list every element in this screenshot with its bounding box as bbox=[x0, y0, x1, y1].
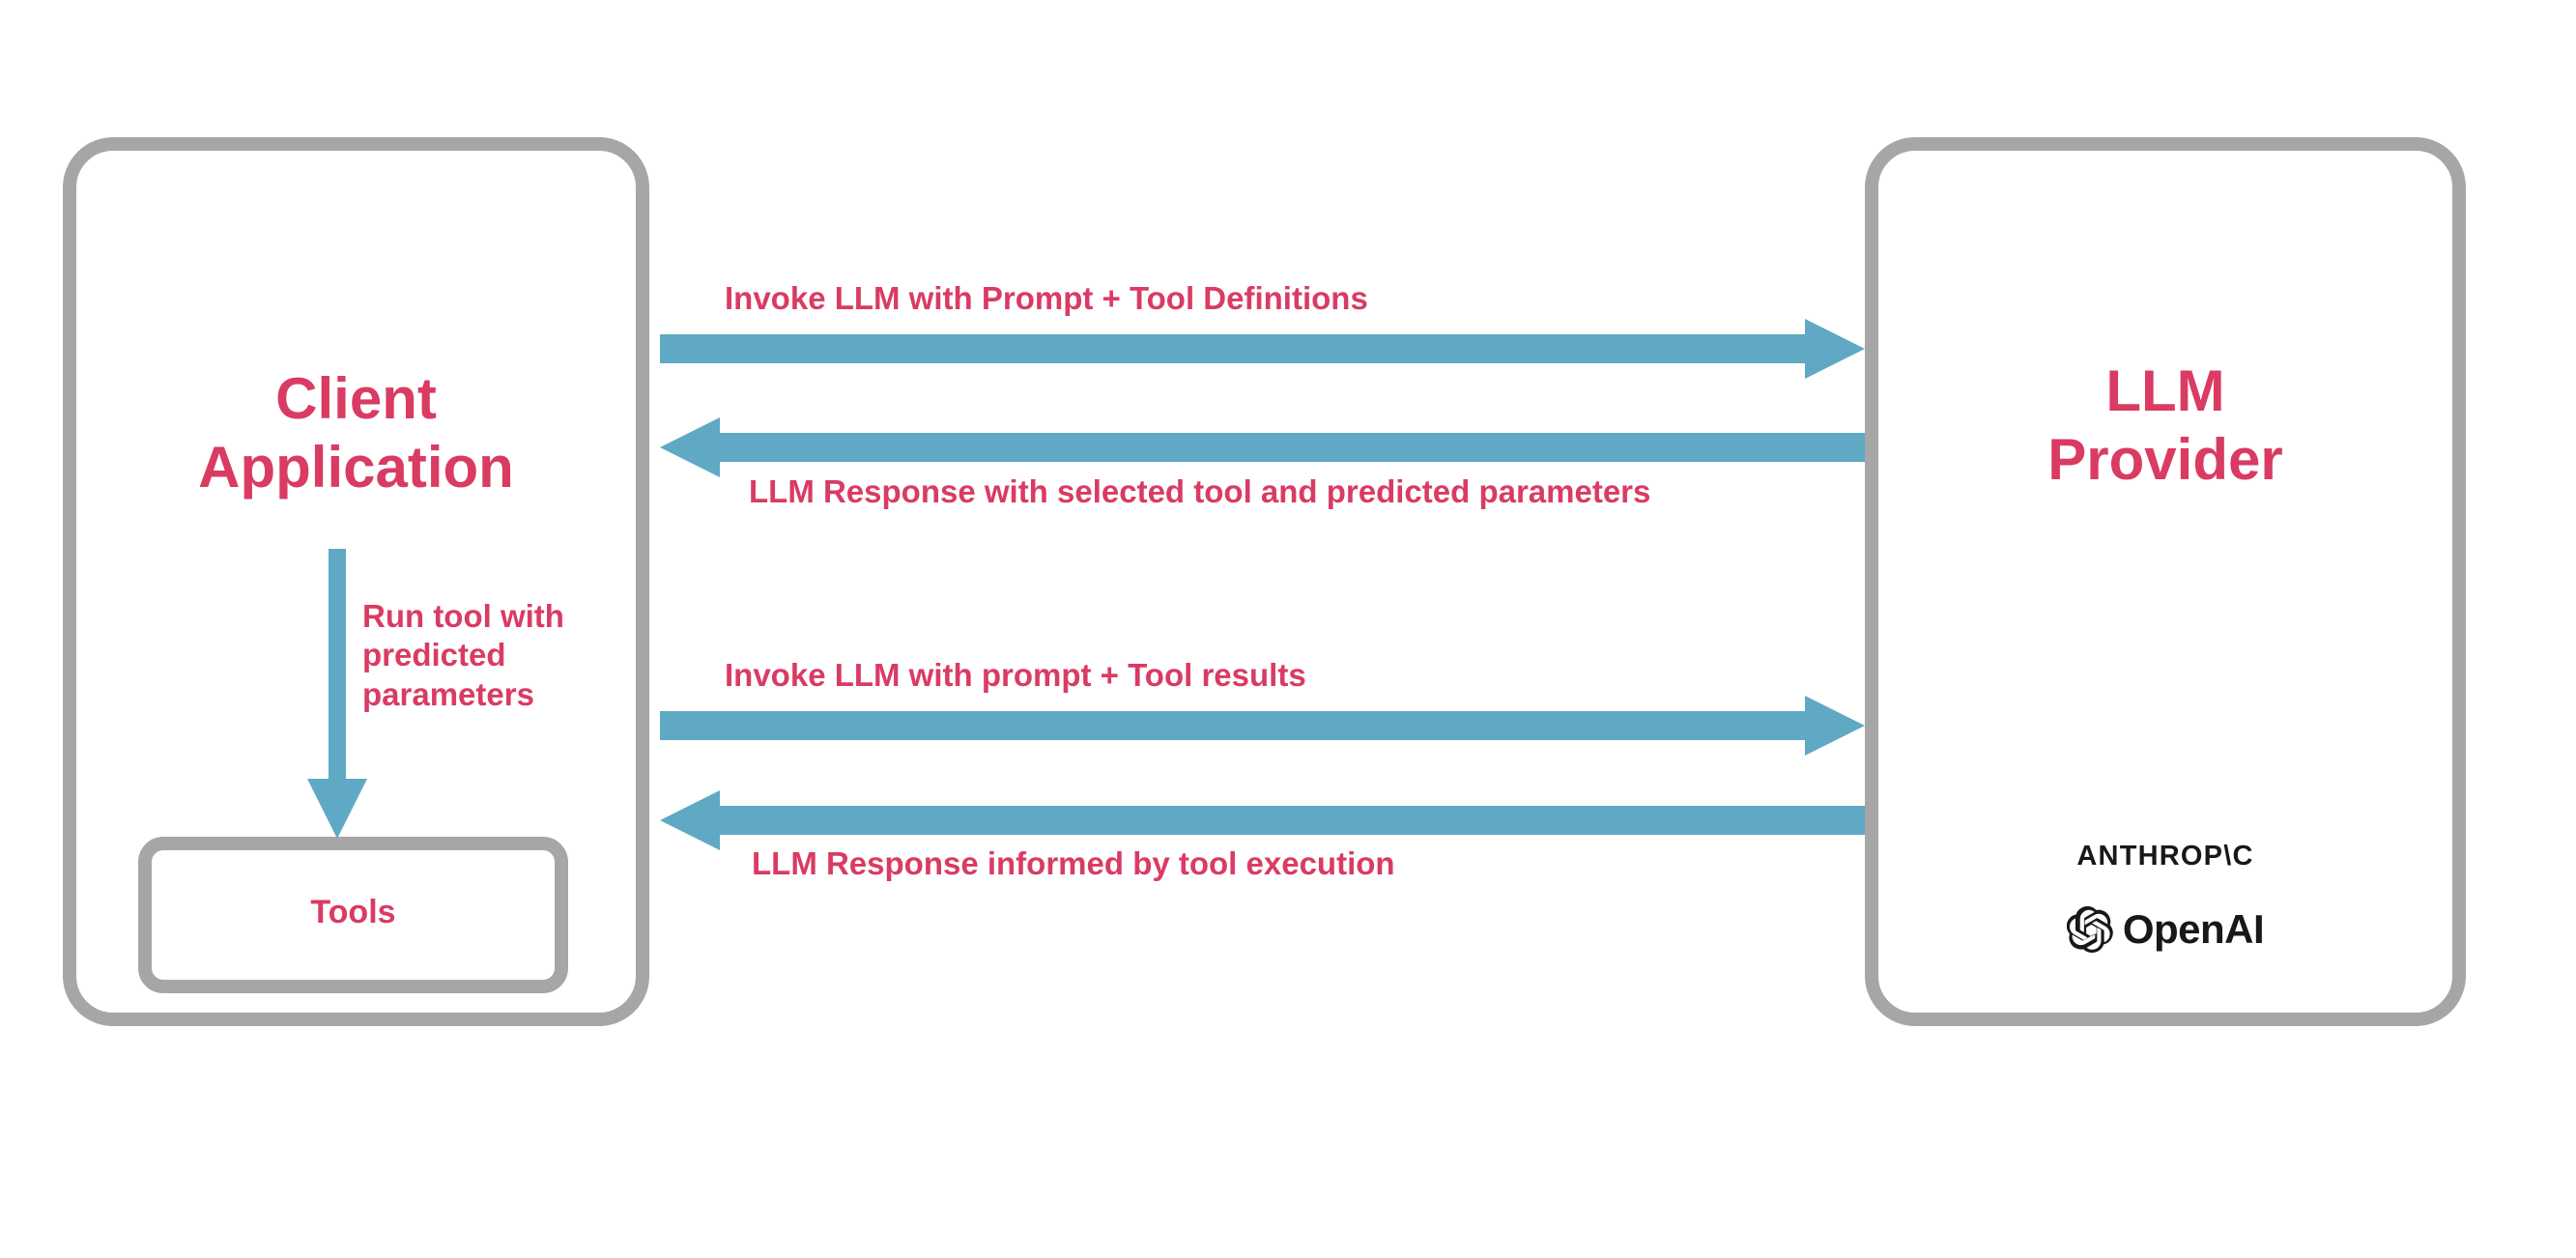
llm-provider-title: LLM Provider bbox=[2047, 358, 2283, 492]
openai-logo: OpenAI bbox=[1884, 906, 2447, 953]
run-tool-arrow-label: Run tool with predicted parameters bbox=[362, 598, 564, 712]
llm-response-selected-tool-label: LLM Response with selected tool and pred… bbox=[749, 473, 1651, 509]
tools-node-label: Tools bbox=[310, 894, 396, 930]
invoke-llm-prompt-tool-results-label: Invoke LLM with prompt + Tool results bbox=[725, 657, 1306, 693]
llm-response-informed-by-tool-execution-arrow bbox=[660, 790, 1865, 850]
run-tool-arrow bbox=[307, 549, 367, 839]
llm-provider-node bbox=[1865, 137, 2466, 1026]
llm-response-informed-by-tool-execution-label: LLM Response informed by tool execution bbox=[752, 845, 1395, 881]
client-application-title: Client Application bbox=[198, 366, 514, 500]
openai-wordmark: OpenAI bbox=[2122, 906, 2265, 952]
invoke-llm-prompt-tool-results-arrow bbox=[660, 696, 1865, 756]
anthropic-logo: ANTHROP\C bbox=[2076, 841, 2254, 872]
invoke-llm-prompt-tool-definitions-label: Invoke LLM with Prompt + Tool Definition… bbox=[725, 280, 1368, 316]
invoke-llm-prompt-tool-definitions-arrow bbox=[660, 319, 1865, 379]
llm-response-selected-tool-arrow bbox=[660, 417, 1865, 477]
tools-node bbox=[138, 837, 568, 993]
openai-mark-icon bbox=[2066, 906, 2113, 953]
